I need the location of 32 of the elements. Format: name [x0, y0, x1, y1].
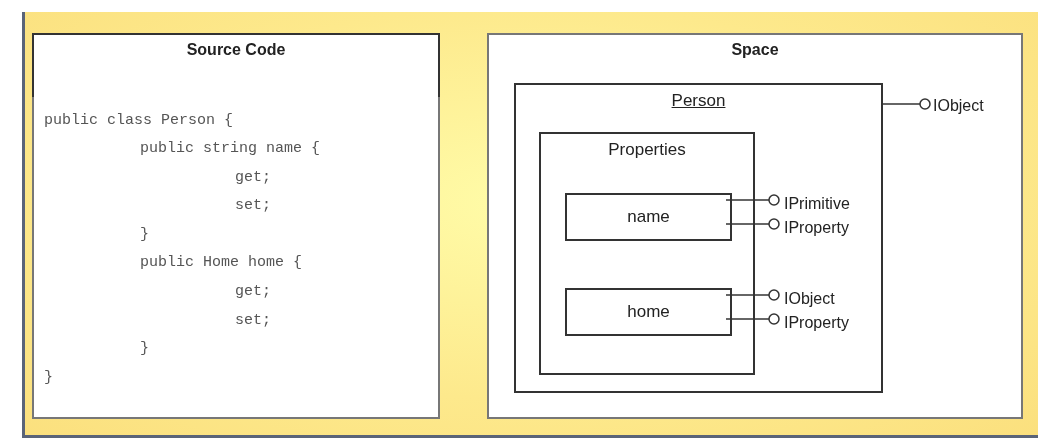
property-box — [565, 288, 732, 336]
group-box — [539, 132, 755, 375]
code-line: set; — [235, 197, 271, 214]
panel-title: Source Code — [185, 41, 287, 59]
class-box — [514, 83, 883, 393]
property-box — [565, 193, 732, 241]
interface-name: IProperty — [784, 313, 884, 333]
interface-name: IPrimitive — [784, 194, 884, 214]
code-line: get; — [235, 169, 271, 186]
code-line: get; — [235, 283, 271, 300]
code-line: public string name { — [140, 140, 321, 157]
property-name: name — [626, 207, 671, 227]
code-line: public Home home { — [140, 254, 303, 271]
panel-title: Space — [730, 41, 780, 59]
interface-lollipop — [880, 98, 931, 110]
code-line: public class Person { — [44, 112, 234, 129]
interface-name: IProperty — [784, 218, 884, 238]
panel — [487, 33, 1023, 419]
code-line: set; — [235, 312, 271, 329]
code-line: } — [44, 369, 53, 386]
interface-lollipop — [725, 194, 780, 206]
interface-lollipop — [725, 289, 780, 301]
interface-lollipop — [725, 218, 780, 230]
code-line: } — [140, 340, 149, 357]
interface-name: IObject — [933, 96, 1013, 116]
interface-name: IObject — [784, 289, 884, 309]
group-title: Properties — [607, 140, 687, 160]
interface-lollipop — [725, 313, 780, 325]
code-panel — [32, 33, 440, 419]
class-name: Person — [670, 91, 727, 111]
code-line: } — [140, 226, 149, 243]
property-name: home — [626, 302, 671, 322]
